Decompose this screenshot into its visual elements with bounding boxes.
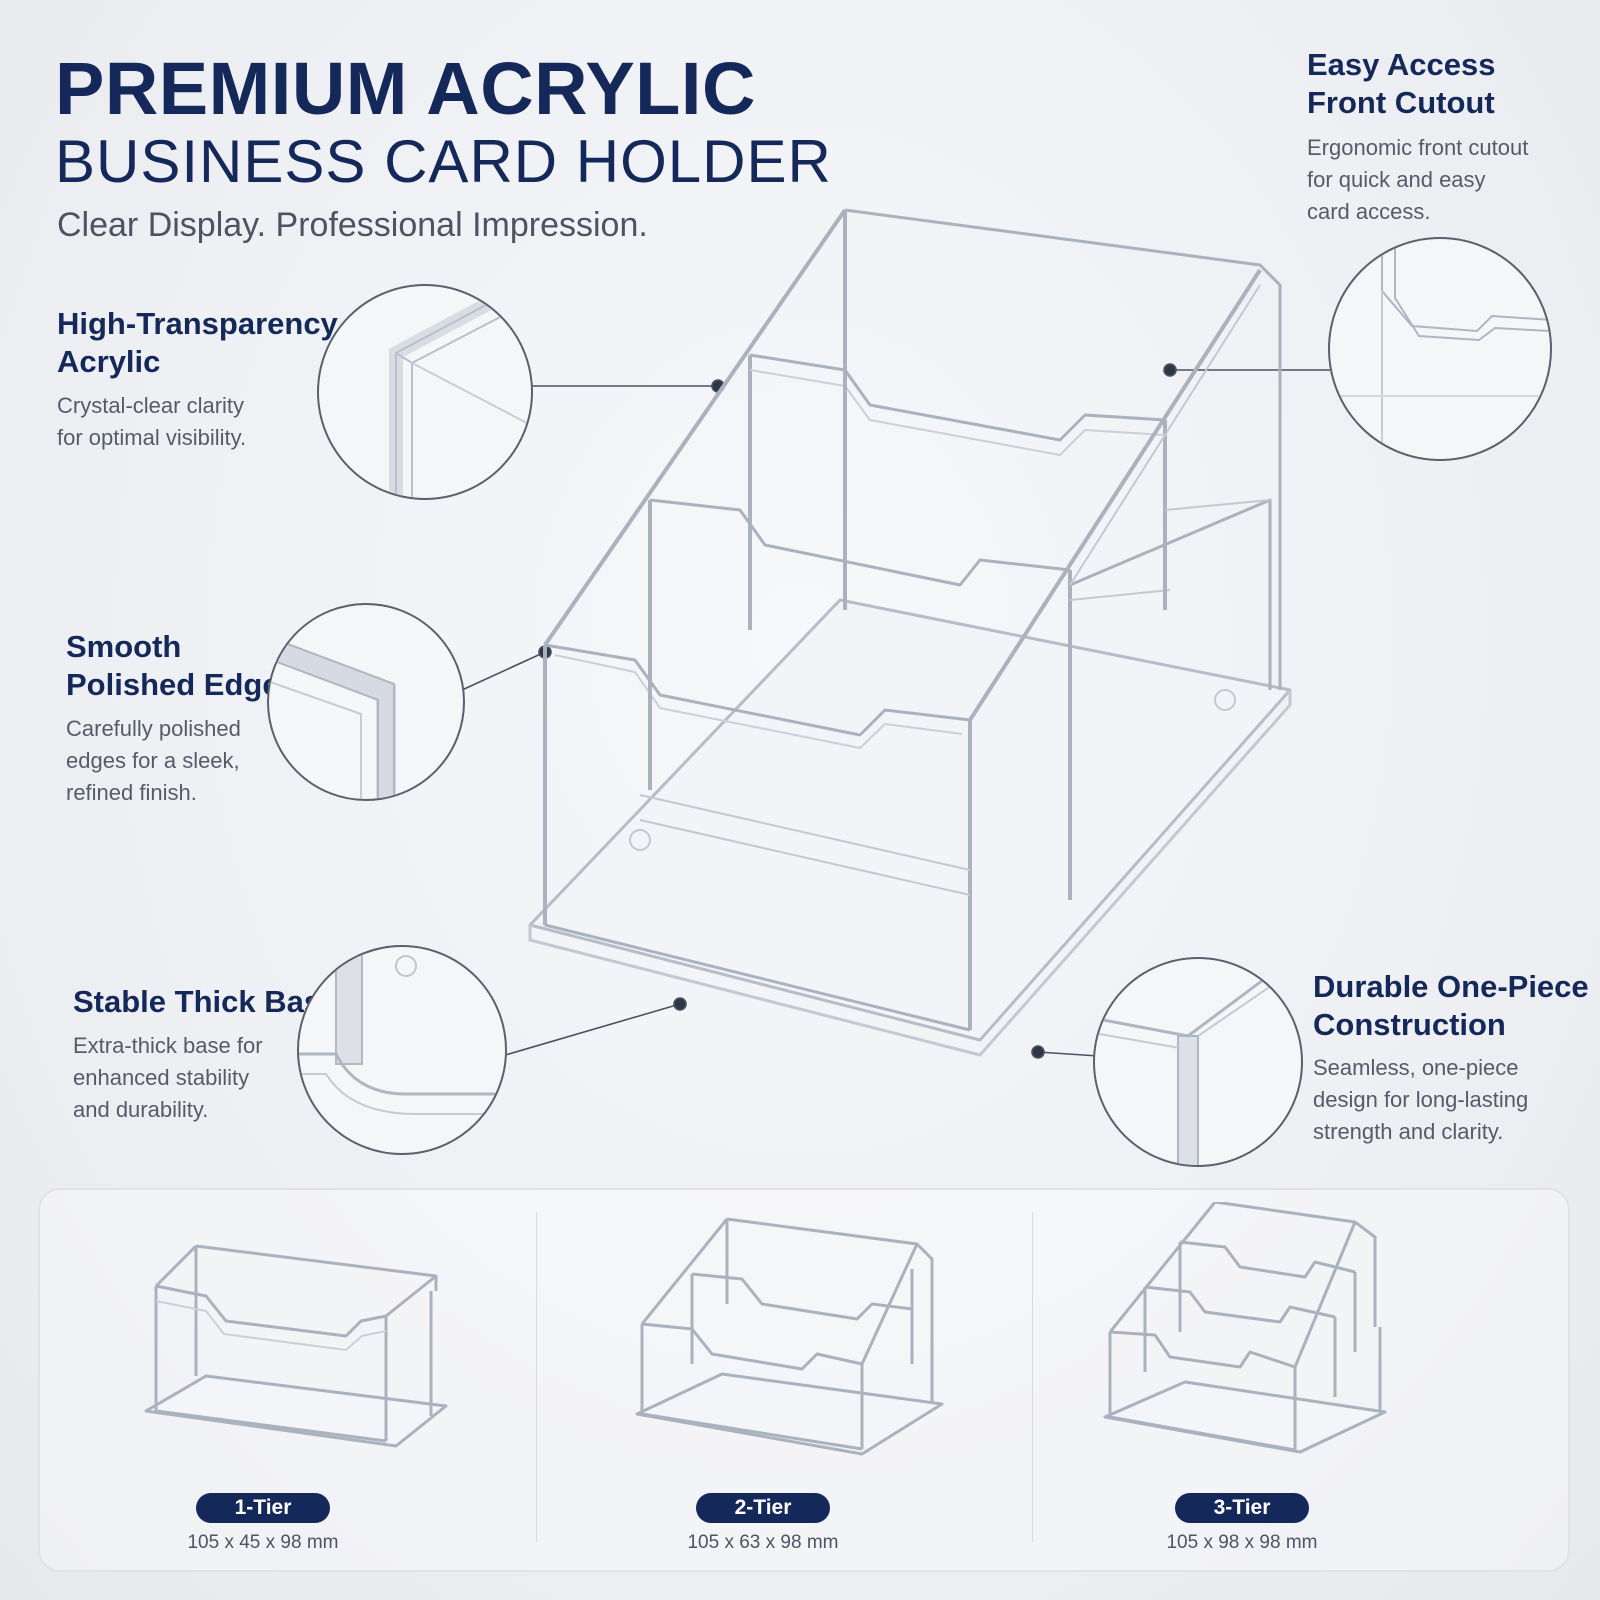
feature-title-construction: Durable One-Piece Construction [1313, 969, 1589, 1042]
sub-headline: BUSINESS CARD HOLDER [55, 128, 832, 195]
leader-dot-cutout [1163, 363, 1177, 377]
feature-title-edges: Smooth Polished Edges [66, 629, 297, 702]
feature-title-cutout: Easy Access Front Cutout [1307, 47, 1496, 120]
leader-line-base [501, 1003, 681, 1057]
feature-desc-construction: Seamless, one-piece design for long-last… [1313, 1055, 1529, 1144]
feature-desc-edges: Carefully polished edges for a sleek, re… [66, 716, 241, 805]
variant-divider [536, 1212, 537, 1542]
product-image-3-tier-holder [528, 208, 1292, 1057]
feature-desc-transparency: Crystal-clear clarity for optimal visibi… [57, 393, 247, 450]
headline: PREMIUM ACRYLIC [55, 47, 756, 130]
leader-line-construction [1037, 1051, 1099, 1057]
leader-dot-base [673, 997, 687, 1011]
feature-desc-cutout: Ergonomic front cutout for quick and eas… [1307, 135, 1529, 224]
detail-circle-cutout [1328, 237, 1552, 461]
variant-image-3-tier [1103, 1202, 1387, 1454]
variant-label-1-tier[interactable]: 1-Tier [196, 1493, 330, 1523]
feature-desc-base: Extra-thick base for enhanced stability … [73, 1033, 263, 1122]
variant-dims-3-tier: 105 x 98 x 98 mm [1166, 1532, 1318, 1553]
detail-circle-edges [267, 603, 465, 801]
variant-image-1-tier [144, 1244, 448, 1448]
variant-label-2-tier[interactable]: 2-Tier [696, 1493, 830, 1523]
detail-circle-construction [1093, 957, 1303, 1167]
leader-line-edges [461, 651, 546, 691]
detail-circle-base [297, 945, 507, 1155]
tagline: Clear Display. Professional Impression. [57, 206, 648, 244]
leader-dot-construction [1031, 1045, 1045, 1059]
variant-image-2-tier [635, 1217, 944, 1456]
variant-divider [1032, 1212, 1033, 1542]
variant-dims-1-tier: 105 x 45 x 98 mm [187, 1532, 339, 1553]
variant-label-3-tier[interactable]: 3-Tier [1175, 1493, 1309, 1523]
feature-title-transparency: High-Transparency Acrylic [57, 306, 338, 379]
variant-dims-2-tier: 105 x 63 x 98 mm [687, 1532, 839, 1553]
detail-circle-transparency [317, 284, 533, 500]
